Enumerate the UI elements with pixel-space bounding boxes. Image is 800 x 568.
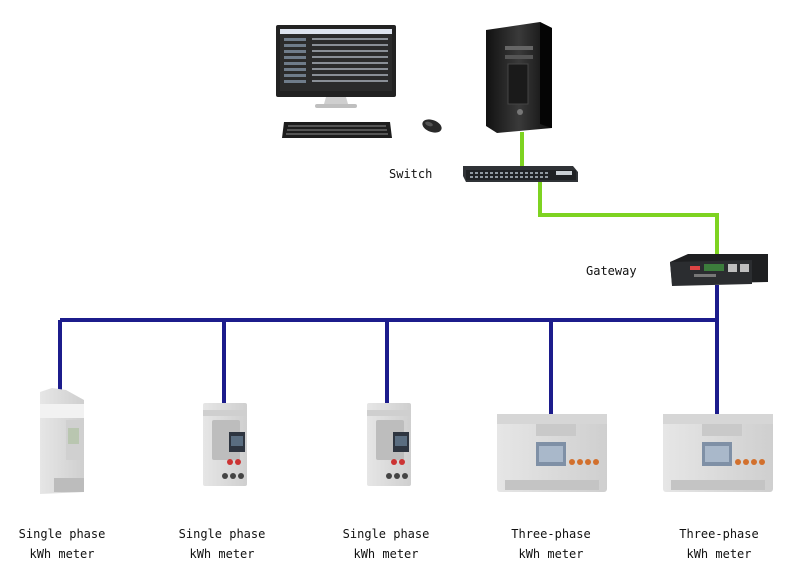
server-tower-icon <box>486 22 552 133</box>
switch-label: Switch <box>389 167 433 181</box>
ethernet-links <box>520 132 719 255</box>
monitor-icon <box>276 25 396 108</box>
meter-caption-line2: kWh meter <box>189 547 255 561</box>
single-phase-meter-icon <box>203 403 247 486</box>
meter-caption-2: Single phase kWh meter <box>147 524 297 564</box>
ethernet-link-switch-gateway <box>538 180 719 255</box>
single-phase-meter-icon <box>367 403 411 486</box>
meter-caption-5: Three-phase kWh meter <box>644 524 794 564</box>
rs485-bus <box>58 285 719 418</box>
meter-caption-4: Three-phase kWh meter <box>476 524 626 564</box>
meter-caption-line1: Single phase <box>18 527 106 541</box>
meter-caption-line2: kWh meter <box>518 547 584 561</box>
gateway-device-icon <box>670 254 768 286</box>
network-switch-icon <box>463 166 578 182</box>
three-phase-meter-icon <box>497 414 607 492</box>
meter-caption-line2: kWh meter <box>353 547 419 561</box>
gateway-label: Gateway <box>586 264 637 278</box>
meter-caption-line2: kWh meter <box>29 547 95 561</box>
meter-caption-line1: Three-phase <box>511 527 591 541</box>
meter-caption-line2: kWh meter <box>686 547 752 561</box>
keyboard-icon <box>282 122 392 138</box>
meter-caption-line1: Single phase <box>342 527 430 541</box>
meter-caption-line1: Single phase <box>178 527 266 541</box>
mouse-icon <box>422 119 442 133</box>
three-phase-meter-icon <box>663 414 773 492</box>
meter-caption-3: Single phase kWh meter <box>311 524 461 564</box>
meter-caption-1: Single phase kWh meter <box>0 524 137 564</box>
single-phase-meter-icon <box>40 388 84 494</box>
meter-caption-line1: Three-phase <box>679 527 759 541</box>
